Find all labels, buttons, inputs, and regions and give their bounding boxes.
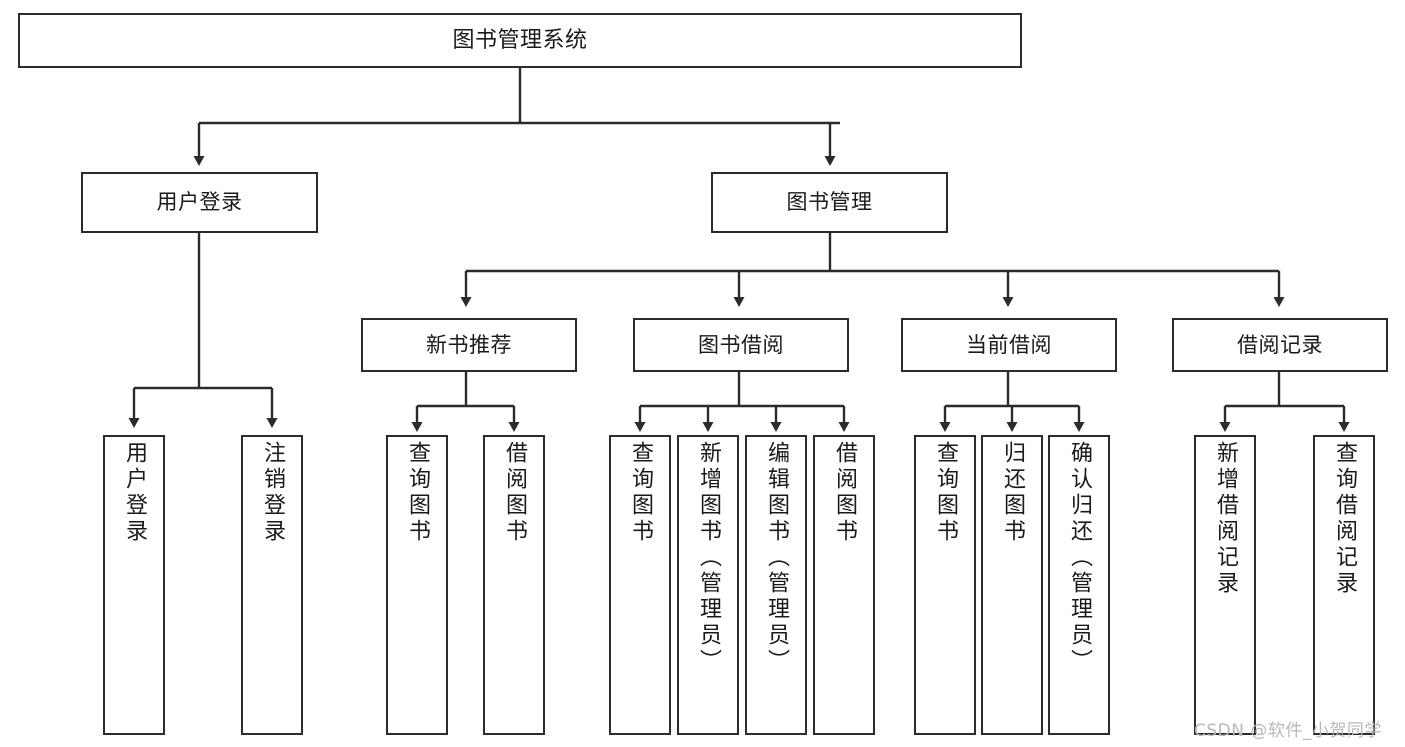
node-label: 查询图书 xyxy=(933,441,958,545)
node-label: 新书推荐 xyxy=(426,332,512,357)
leaf-add-borrow-record[interactable]: 新增借阅记录 xyxy=(1194,435,1256,735)
leaf-borrow-book[interactable]: 借阅图书 xyxy=(813,435,875,735)
leaf-return-book[interactable]: 归还图书 xyxy=(981,435,1043,735)
node-current-borrow[interactable]: 当前借阅 xyxy=(901,318,1117,372)
leaf-edit-book-admin[interactable]: 编辑图书（管理员） xyxy=(745,435,807,735)
node-label: 新增图书（管理员） xyxy=(696,441,721,675)
leaf-logout[interactable]: 注销登录 xyxy=(241,435,303,735)
node-label: 借阅图书 xyxy=(832,441,857,545)
node-new-book-recommend[interactable]: 新书推荐 xyxy=(361,318,577,372)
watermark-text: CSDN @软件_小贺同学 xyxy=(1194,721,1382,741)
node-label: 借阅记录 xyxy=(1237,332,1323,357)
node-label: 查询借阅记录 xyxy=(1332,441,1357,597)
leaf-query-book-borrow[interactable]: 查询图书 xyxy=(609,435,671,735)
node-book-borrow[interactable]: 图书借阅 xyxy=(633,318,849,372)
node-label: 新增借阅记录 xyxy=(1213,441,1238,597)
node-label: 图书管理系统 xyxy=(452,27,588,53)
node-borrow-records[interactable]: 借阅记录 xyxy=(1172,318,1388,372)
leaf-query-book-current[interactable]: 查询图书 xyxy=(914,435,976,735)
node-label: 当前借阅 xyxy=(966,332,1052,357)
leaf-confirm-return-admin[interactable]: 确认归还（管理员） xyxy=(1048,435,1110,735)
node-root-system[interactable]: 图书管理系统 xyxy=(18,13,1022,68)
node-label: 图书借阅 xyxy=(698,332,784,357)
node-label: 借阅图书 xyxy=(502,441,527,545)
node-label: 用户登录 xyxy=(122,441,147,545)
node-label: 归还图书 xyxy=(1000,441,1025,545)
node-label: 查询图书 xyxy=(628,441,653,545)
node-label: 查询图书 xyxy=(405,441,430,545)
node-label: 用户登录 xyxy=(156,190,243,215)
leaf-query-book-recommend[interactable]: 查询图书 xyxy=(386,435,448,735)
node-label: 确认归还（管理员） xyxy=(1067,441,1092,675)
leaf-add-book-admin[interactable]: 新增图书（管理员） xyxy=(677,435,739,735)
leaf-query-borrow-record[interactable]: 查询借阅记录 xyxy=(1313,435,1375,735)
leaf-borrow-book-recommend[interactable]: 借阅图书 xyxy=(483,435,545,735)
node-user-login[interactable]: 用户登录 xyxy=(81,172,318,233)
node-label: 注销登录 xyxy=(260,441,285,545)
node-book-management[interactable]: 图书管理 xyxy=(711,172,948,233)
node-label: 图书管理 xyxy=(786,190,873,215)
leaf-user-login[interactable]: 用户登录 xyxy=(103,435,165,735)
node-label: 编辑图书（管理员） xyxy=(764,441,789,675)
